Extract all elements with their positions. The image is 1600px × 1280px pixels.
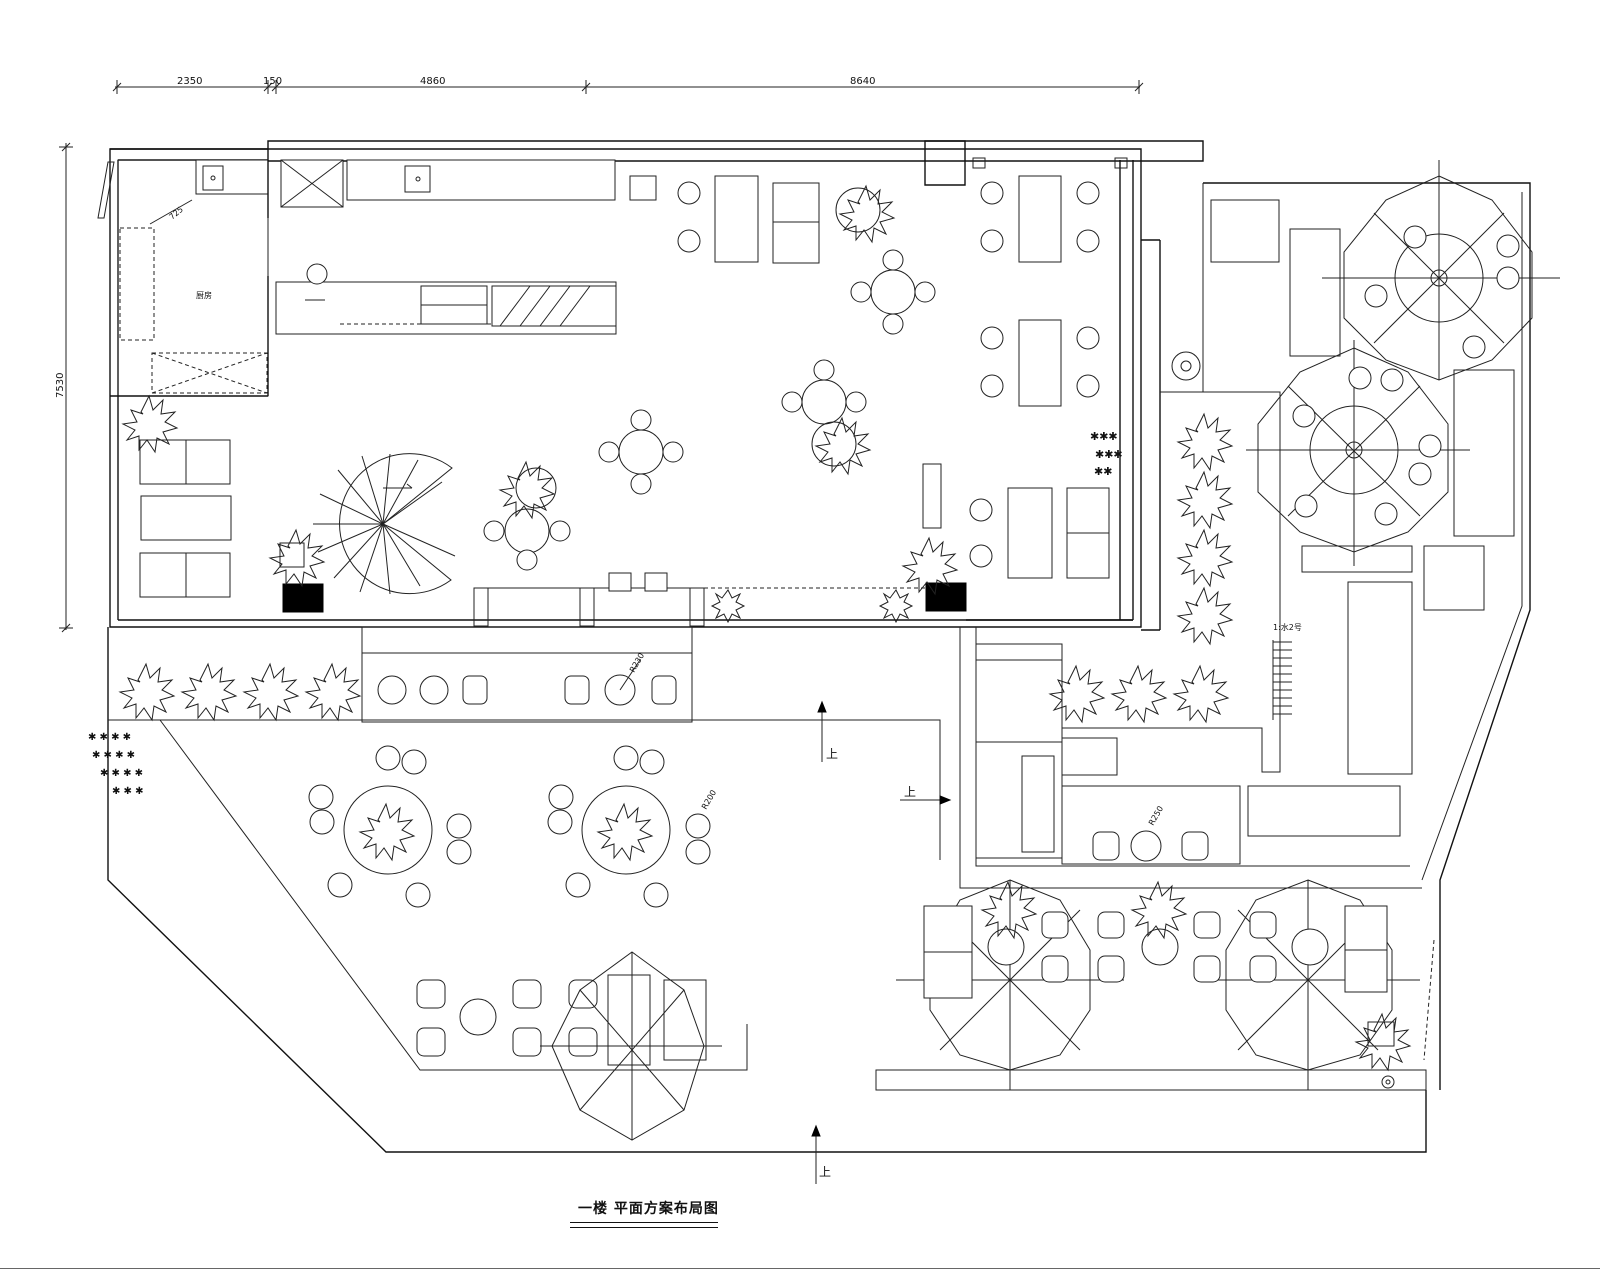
- dashed-edge: [1424, 940, 1434, 1060]
- spiral-staircase: [313, 454, 455, 594]
- column-1: [283, 584, 323, 612]
- title-underline-thin: [570, 1227, 718, 1228]
- interior-furniture: [140, 176, 1109, 597]
- dim-725: 725: [168, 205, 185, 222]
- stair-number-label: 1:水2号: [1273, 622, 1302, 632]
- dim-7530: 7530: [55, 373, 66, 398]
- hedge-7: ✱ ✱ ✱: [112, 786, 144, 797]
- hedge-3: ✱✱: [1094, 465, 1112, 478]
- radius-r230-label: R230: [628, 651, 646, 674]
- radius-r200-label: R200: [700, 788, 718, 811]
- front-facade: [474, 588, 1133, 626]
- outdoor-terrace-left: R230 R200: [108, 627, 1426, 1152]
- kitchen-label: 厨房: [196, 290, 212, 300]
- building-walls: 厨房 725: [98, 141, 1203, 630]
- bottom-border: [0, 1268, 1600, 1269]
- up-label-1: 上: [826, 747, 838, 761]
- hedge-5: ✱ ✱ ✱ ✱: [92, 750, 135, 761]
- trees-and-plants: ✱✱✱ ✱✱✱ ✱✱ ✱ ✱ ✱ ✱ ✱ ✱ ✱ ✱ ✱ ✱ ✱ ✱ ✱ ✱ ✱: [88, 176, 1410, 1070]
- up-label-3: 上: [819, 1165, 831, 1179]
- hedge-1: ✱✱✱: [1090, 430, 1118, 443]
- dimension-lines: 2350 150 4860 8640 7530: [55, 76, 1143, 632]
- column-2: [926, 583, 966, 611]
- dim-8640: 8640: [850, 76, 875, 87]
- dim-2350: 2350: [177, 76, 202, 87]
- dim-4860: 4860: [420, 76, 445, 87]
- drawing-title: 一楼 平面方案布局图: [578, 1201, 719, 1217]
- hedge-2: ✱✱✱: [1095, 448, 1123, 461]
- outdoor-terrace-right: R250 1:水2号: [876, 160, 1560, 1090]
- hedge-6: ✱ ✱ ✱ ✱: [100, 768, 143, 779]
- hedge-4: ✱ ✱ ✱ ✱: [88, 732, 131, 743]
- title-underline: [570, 1222, 718, 1223]
- dim-150: 150: [263, 76, 282, 87]
- up-label-2: 上: [904, 785, 916, 799]
- up-arrows: 上 上 上: [812, 702, 950, 1184]
